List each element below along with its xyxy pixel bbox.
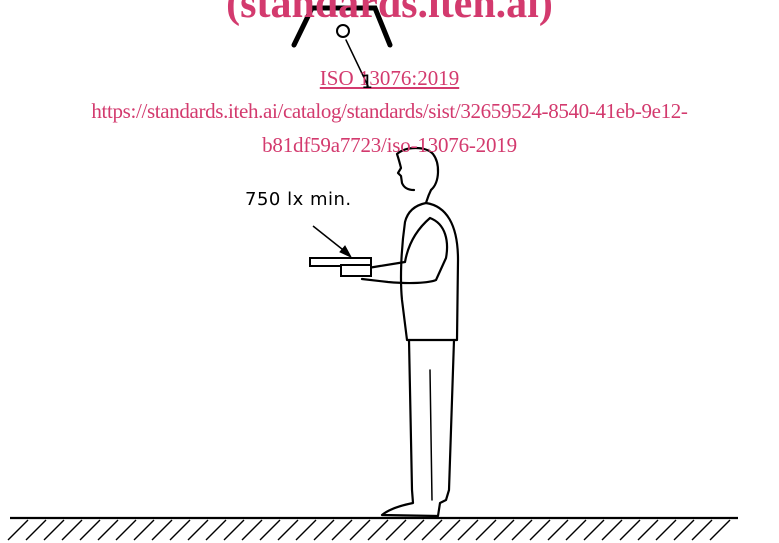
floor-hatch-line: [25, 519, 47, 541]
floor-hatch-line: [655, 519, 677, 541]
floor-line: [7, 516, 738, 541]
person-legs: [380, 338, 456, 518]
floor-hatch-line: [493, 519, 515, 541]
person-torso: [399, 201, 460, 342]
standing-person: [360, 146, 460, 518]
floor-hatch-line: [421, 519, 443, 541]
floor-hatch-line: [7, 519, 29, 541]
floor-hatch-line: [403, 519, 425, 541]
floor-hatch-line: [367, 519, 389, 541]
floor-hatch-line: [115, 519, 137, 541]
floor-hatch-line: [169, 519, 191, 541]
floor-hatch-line: [457, 519, 479, 541]
floor-hatch-line: [709, 519, 731, 541]
luminaire: [291, 5, 393, 87]
floor-hatch-line: [439, 519, 461, 541]
floor-hatch-line: [187, 519, 209, 541]
floor-hatch-line: [547, 519, 569, 541]
floor-hatch-line: [331, 519, 353, 541]
floor-hatch-line: [295, 519, 317, 541]
floor-hatch-line: [529, 519, 551, 541]
task-tray: [309, 257, 372, 277]
item-number: 1: [361, 71, 374, 93]
floor-hatch-line: [565, 519, 587, 541]
catalog-url-line-2[interactable]: b81df59a7723/iso-13076-2019: [262, 133, 517, 157]
floor-hatch-line: [43, 519, 65, 541]
person-arm: [360, 216, 449, 285]
catalog-url-line-1[interactable]: https://standards.iteh.ai/catalog/standa…: [91, 99, 688, 123]
lamp-circle: [336, 24, 350, 38]
person-head: [395, 146, 440, 205]
floor-hatch-line: [349, 519, 371, 541]
floor-hatch-line: [691, 519, 713, 541]
floor-hatch-line: [79, 519, 101, 541]
floor-hatch-line: [223, 519, 245, 541]
floor-hatch-line: [313, 519, 335, 541]
floor-hatch-line: [133, 519, 155, 541]
standard-link[interactable]: ISO 13076:2019: [319, 66, 460, 90]
floor-hatch-line: [601, 519, 623, 541]
illuminance-leader: [312, 225, 353, 259]
tray-hand: [340, 264, 372, 277]
floor-hatch-line: [673, 519, 695, 541]
floor-hatch-line: [97, 519, 119, 541]
floor-hatch-line: [511, 519, 533, 541]
floor-hatch-line: [151, 519, 173, 541]
floor-hatch-line: [259, 519, 281, 541]
floor-hatch-line: [241, 519, 263, 541]
floor-hatch-line: [385, 519, 407, 541]
item-leader-line: [345, 39, 369, 87]
illuminance-label: 750 lx min.: [245, 189, 352, 210]
floor-hatch-line: [637, 519, 659, 541]
floor-hatch-line: [205, 519, 227, 541]
luminaire-housing: [291, 5, 393, 48]
floor-hatch-line: [583, 519, 605, 541]
watermark-title: (standards.iteh.ai): [226, 0, 553, 27]
floor-hatch-line: [619, 519, 641, 541]
floor-hatch-line: [475, 519, 497, 541]
leg-separation: [429, 369, 433, 501]
floor-hatch-line: [61, 519, 83, 541]
floor-hatch-line: [277, 519, 299, 541]
